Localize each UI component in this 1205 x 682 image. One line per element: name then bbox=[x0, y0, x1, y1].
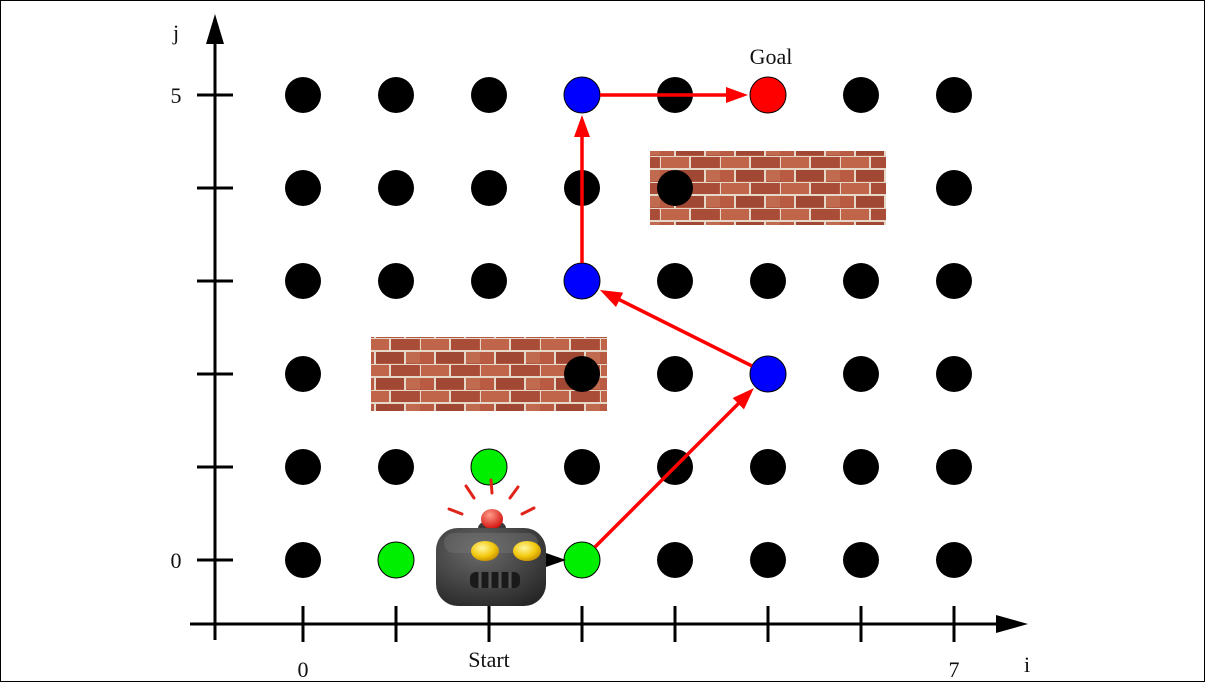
y-tick-label: 5 bbox=[171, 83, 182, 108]
grid-node bbox=[285, 170, 321, 206]
grid-node bbox=[843, 449, 879, 485]
path-node bbox=[749, 355, 787, 393]
goal-node bbox=[749, 76, 787, 114]
grid-node bbox=[378, 263, 414, 299]
grid-node bbox=[564, 356, 600, 392]
neighbor-node bbox=[470, 448, 508, 486]
y-tick-label: 0 bbox=[171, 548, 182, 573]
robot-icon bbox=[436, 478, 566, 606]
grid-node bbox=[750, 542, 786, 578]
y-axis-label: j bbox=[172, 20, 179, 45]
grid-node bbox=[657, 170, 693, 206]
x-axis-arrowhead bbox=[996, 615, 1028, 633]
grid-node bbox=[471, 170, 507, 206]
path-arrow bbox=[609, 293, 753, 368]
grid-node bbox=[750, 449, 786, 485]
grid-node bbox=[564, 449, 600, 485]
grid-node bbox=[843, 77, 879, 113]
grid-node bbox=[657, 542, 693, 578]
grid-node bbox=[936, 449, 972, 485]
grid-node bbox=[285, 356, 321, 392]
y-axis-ticks bbox=[197, 93, 233, 562]
goal-label: Goal bbox=[750, 44, 793, 69]
neighbor-node bbox=[563, 541, 601, 579]
grid-node bbox=[378, 170, 414, 206]
path-arrowhead bbox=[726, 87, 748, 103]
neighbor-node bbox=[377, 541, 415, 579]
grid-node bbox=[378, 449, 414, 485]
grid-node bbox=[471, 77, 507, 113]
x-tick-label: 7 bbox=[949, 657, 960, 682]
grid-nodes bbox=[285, 76, 972, 579]
grid-node bbox=[936, 542, 972, 578]
grid-node bbox=[285, 263, 321, 299]
path-node bbox=[563, 262, 601, 300]
grid-node bbox=[285, 449, 321, 485]
x-axis-ticks bbox=[301, 606, 956, 642]
y-axis-arrowhead bbox=[206, 14, 224, 44]
grid-node bbox=[936, 170, 972, 206]
grid-node bbox=[843, 263, 879, 299]
path-arrowhead bbox=[574, 115, 590, 137]
grid-node bbox=[936, 356, 972, 392]
x-tick-label: 0 bbox=[298, 657, 309, 682]
path-arrows bbox=[574, 87, 754, 549]
grid-node bbox=[378, 77, 414, 113]
start-label: Start bbox=[468, 647, 510, 672]
y-tick-labels: 05 bbox=[171, 83, 182, 573]
grid-node bbox=[843, 542, 879, 578]
grid-node bbox=[285, 77, 321, 113]
grid-node bbox=[936, 263, 972, 299]
grid-node bbox=[285, 542, 321, 578]
path-arrowhead bbox=[599, 289, 624, 307]
grid-node bbox=[936, 77, 972, 113]
path-arrow bbox=[593, 395, 747, 549]
grid-node bbox=[657, 356, 693, 392]
x-axis-label: i bbox=[1024, 652, 1030, 677]
grid-node bbox=[843, 356, 879, 392]
grid-node bbox=[471, 263, 507, 299]
path-arrowhead bbox=[732, 388, 754, 410]
walls bbox=[371, 151, 886, 411]
path-node bbox=[563, 76, 601, 114]
grid-node bbox=[750, 263, 786, 299]
grid-node bbox=[657, 263, 693, 299]
